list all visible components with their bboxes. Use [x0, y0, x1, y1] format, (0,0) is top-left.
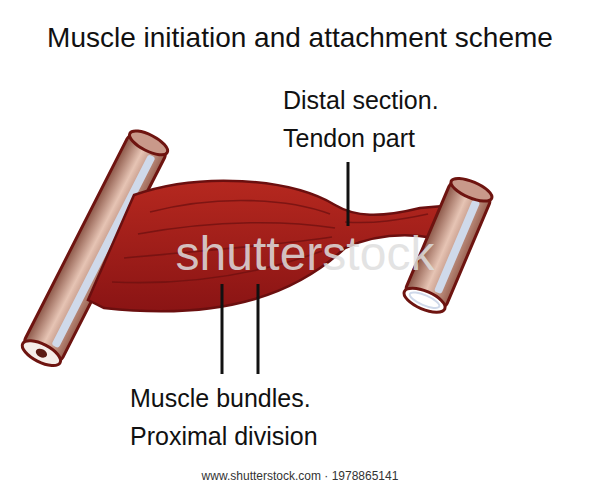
fibre [150, 200, 330, 214]
title-slot: Muscle initiation and attachment scheme [4, 22, 596, 54]
part-label-slot: Muscle bundles. Proximal division [130, 379, 380, 455]
image-id-slot: www.shutterstock.com · 1978865141 [0, 468, 600, 484]
bone-end [126, 126, 171, 159]
tendon-fibre [345, 214, 428, 223]
bone-section [19, 336, 65, 371]
leader-line [257, 284, 260, 374]
part-label-slot: Distal section. Tendon part [283, 81, 513, 157]
watermark: shutterstock [130, 230, 480, 278]
leader-line [347, 162, 350, 226]
watermark-slot: shutterstock [130, 230, 480, 278]
bone-highlight [434, 199, 480, 294]
title: Muscle initiation and attachment scheme [4, 22, 596, 54]
bone-section [401, 283, 449, 317]
leader-line [221, 284, 224, 374]
bone-end [448, 174, 495, 206]
image-id: www.shutterstock.com · 1978865141 [0, 468, 600, 484]
marrow-canal [34, 347, 48, 360]
part-label: Distal section. Tendon part [283, 81, 513, 157]
part-label: Muscle bundles. Proximal division [130, 379, 380, 455]
bone-ring [408, 289, 441, 311]
